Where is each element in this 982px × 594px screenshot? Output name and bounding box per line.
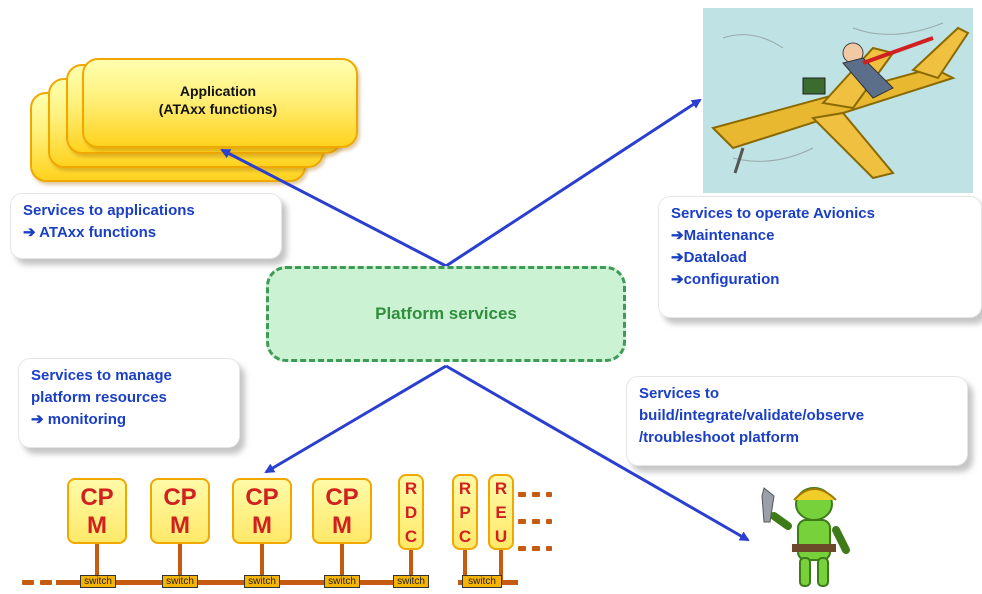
reu-link-dash bbox=[546, 492, 552, 497]
network-bus bbox=[56, 580, 428, 585]
reu-link-dash bbox=[518, 492, 526, 497]
module-connector bbox=[340, 544, 344, 580]
application-label: Application (ATAxx functions) bbox=[158, 83, 278, 117]
switch-4: switch bbox=[324, 575, 360, 588]
reu-link-dash bbox=[518, 546, 526, 551]
switch-1: switch bbox=[80, 575, 116, 588]
switch-2: switch bbox=[162, 575, 198, 588]
arrow-to-avionics bbox=[445, 98, 702, 268]
reu-link-dash bbox=[532, 519, 540, 524]
reu-link-dash bbox=[518, 519, 526, 524]
switch-3: switch bbox=[244, 575, 280, 588]
module-connector bbox=[178, 544, 182, 580]
reu-link-dash bbox=[546, 546, 552, 551]
module-connector bbox=[95, 544, 99, 580]
callout-services-to-operate-avionics: Services to operate Avionics ➔Maintenanc… bbox=[658, 196, 982, 318]
callout-services-to-applications: Services to applications ➔ ATAxx functio… bbox=[10, 193, 282, 259]
technician-figure bbox=[761, 487, 850, 587]
airplane-illustration bbox=[703, 8, 973, 193]
switch-6: switch bbox=[462, 575, 502, 588]
arrow-to-technician bbox=[445, 364, 750, 542]
bus-dash bbox=[22, 580, 34, 585]
reu-link-dash bbox=[532, 492, 540, 497]
platform-services-box: Platform services bbox=[266, 266, 626, 362]
platform-services-label: Platform services bbox=[375, 304, 517, 323]
reu-link-dash bbox=[532, 546, 540, 551]
module-connector bbox=[409, 550, 413, 580]
module-connector bbox=[260, 544, 264, 580]
bus-dash bbox=[40, 580, 52, 585]
reu-link-dash bbox=[546, 519, 552, 524]
application-card-top bbox=[82, 58, 358, 148]
switch-5: switch bbox=[393, 575, 429, 588]
callout-services-to-build: Services to build/integrate/validate/obs… bbox=[626, 376, 968, 466]
module-connector bbox=[463, 550, 467, 580]
arrow-to-modules bbox=[264, 364, 447, 474]
arrow-to-application bbox=[220, 148, 447, 268]
module-connector bbox=[499, 550, 503, 580]
callout-services-to-manage-resources: Services to manage platform resources ➔ … bbox=[18, 358, 240, 448]
